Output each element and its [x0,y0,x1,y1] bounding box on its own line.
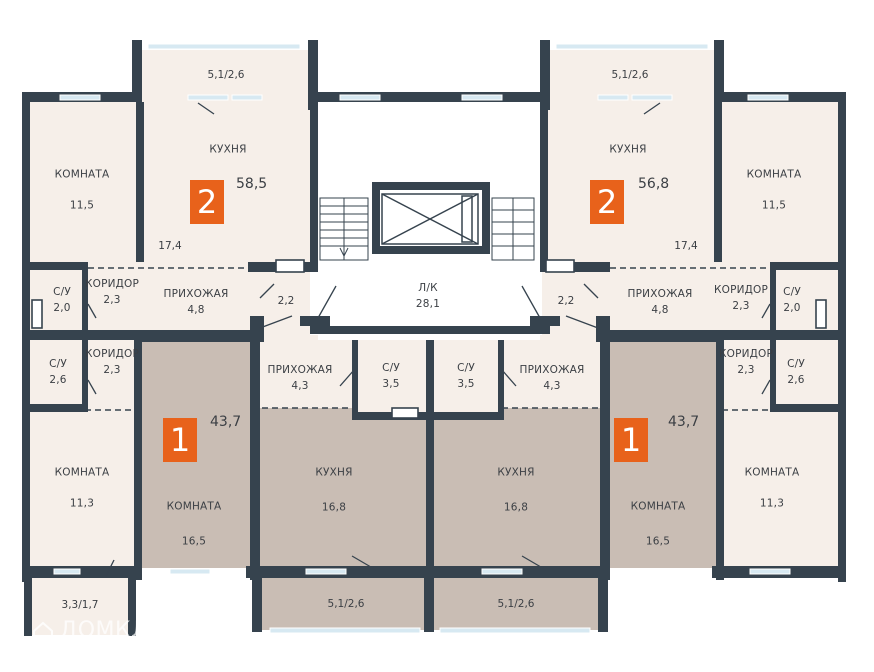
kitchen-top-left-area: 17,4 [158,240,182,252]
watermark-text: ДОМКЛИК [60,618,182,643]
lift-shaft [381,193,479,245]
stairs [319,197,535,261]
watermark: ДОМКЛИК [32,618,181,643]
balcony-one-left-area: 5,1/2,6 [327,598,365,610]
fixtures [31,259,827,419]
balcony-top-right-area: 5,1/2,6 [611,69,649,81]
vestibule-left-area: 2,2 [277,295,295,307]
apartment-area-one-left: 43,7 [210,414,242,430]
apartment-area-top-right: 56,8 [638,176,670,192]
apartment-area-one-right: 43,7 [668,414,700,430]
kitchen-top-right-label: КУХНЯ [609,143,647,156]
windows [53,43,791,634]
vestibule-right-area: 2,2 [557,295,575,307]
kitchen-top-right-area: 17,4 [674,240,698,252]
rooms-badge-top-right: 2 [590,180,624,224]
balcony-bottom-left-area: 3,3/1,7 [61,599,99,611]
balcony-top-left-area: 5,1/2,6 [207,69,245,81]
rooms-badge-one-left: 1 [163,418,197,462]
apartment-area-top-left: 58,5 [236,176,268,192]
rooms-badge-top-left: 2 [190,180,224,224]
kitchen-top-left-label: КУХНЯ [209,143,247,156]
house-icon [33,621,53,641]
doors [87,102,771,577]
rooms-badge-one-right: 1 [614,418,648,462]
room-fills [28,50,840,635]
balcony-one-right-area: 5,1/2,6 [497,598,535,610]
